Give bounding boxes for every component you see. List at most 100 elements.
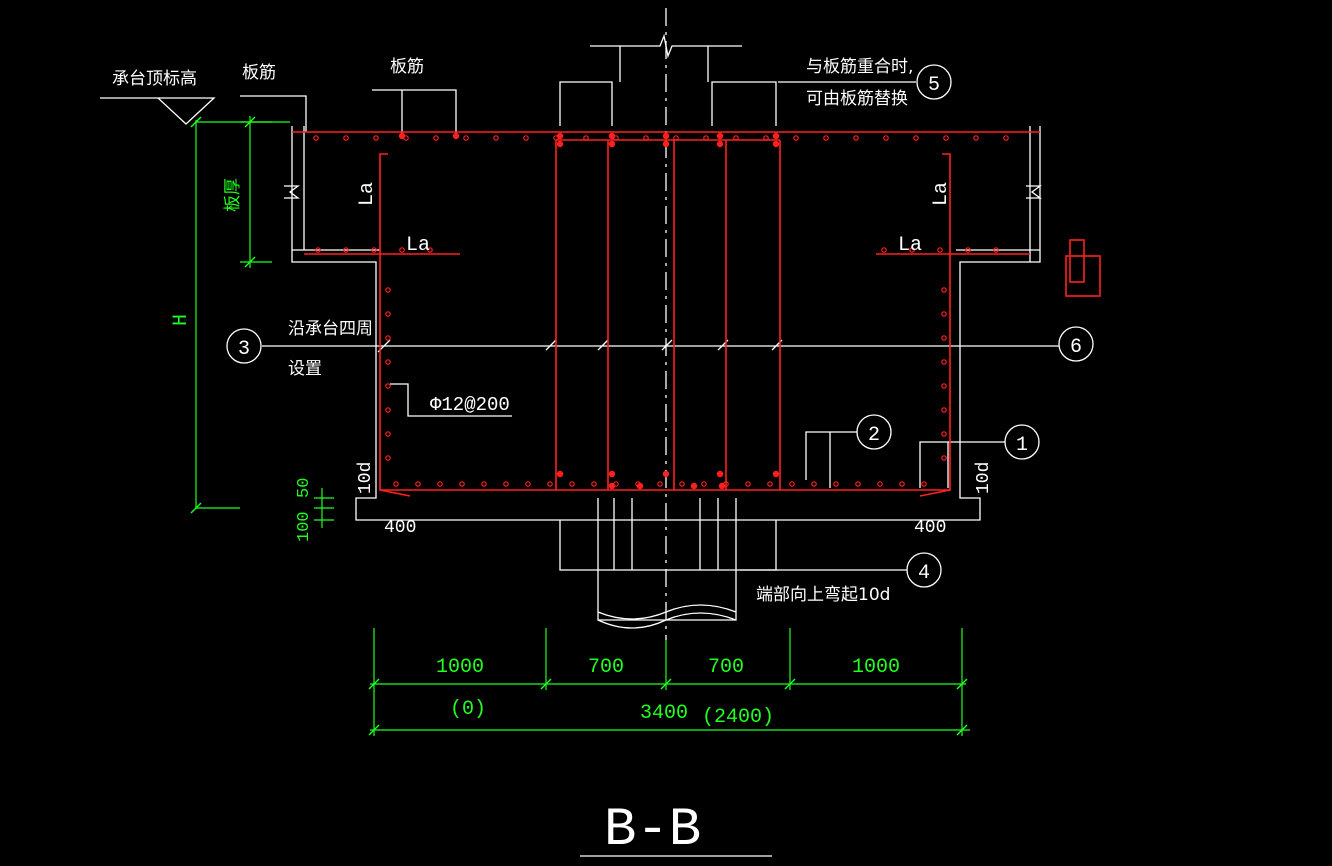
svg-text:6: 6 — [1070, 336, 1082, 359]
rebar-dot — [556, 470, 564, 478]
dim-seg3: 700 — [708, 656, 744, 679]
svg-text:5: 5 — [928, 74, 940, 97]
slab-rebar-label-2: 板筋 — [390, 57, 424, 77]
dim-seg4: 1000 — [852, 656, 900, 679]
rebar-dot — [772, 132, 780, 140]
rebar-dot — [943, 135, 949, 141]
rebar-dot — [437, 481, 443, 487]
rebar-dot — [385, 335, 391, 341]
rebar-dot — [993, 247, 999, 253]
note3-line1: 沿承台四周 — [288, 319, 373, 339]
rebar-dot — [313, 135, 319, 141]
dimensions — [190, 116, 970, 736]
rebar-dot — [636, 482, 644, 490]
stirrup-label: Φ12@200 — [430, 394, 510, 416]
rebar-dot — [657, 481, 663, 487]
rebar-dot — [941, 311, 947, 317]
rebar-dot — [459, 481, 465, 487]
rebar-dot — [690, 482, 698, 490]
rebar-dot — [823, 135, 829, 141]
la-right-vertical: La — [930, 182, 953, 206]
rebar-dot — [433, 135, 439, 141]
dim-100: 100 — [295, 511, 314, 542]
callout-1: 1 — [1004, 424, 1040, 460]
callout-5: 5 — [916, 64, 952, 100]
rebar-dot — [703, 135, 709, 141]
rebar-dot — [556, 140, 564, 148]
rebar-dot — [569, 481, 575, 487]
cover-right: 400 — [914, 518, 946, 538]
rebar-dot — [452, 132, 460, 140]
rebar-dot — [385, 383, 391, 389]
rebar-dot — [793, 135, 799, 141]
rebar-dot — [399, 247, 405, 253]
rebar-dot — [493, 135, 499, 141]
note5-line1: 与板筋重合时, — [806, 57, 913, 77]
rebar-dot — [941, 431, 947, 437]
rebar-dot — [608, 470, 616, 478]
rebar-dot — [503, 481, 509, 487]
rebar-dot — [679, 481, 685, 487]
rebar-dot — [899, 481, 905, 487]
rebar-dot — [373, 135, 379, 141]
rebar-dot — [315, 247, 321, 253]
rebar-dot — [415, 481, 421, 487]
rebar-dot — [385, 407, 391, 413]
rebar-dot — [883, 135, 889, 141]
svg-text:3: 3 — [238, 338, 250, 361]
dim-h: H — [170, 314, 193, 326]
rebar-dot — [941, 287, 947, 293]
rebar-dot — [833, 481, 839, 487]
rebar-dot — [853, 135, 859, 141]
rebar-dot — [643, 135, 649, 141]
rebar-dot — [718, 482, 726, 490]
ten-d-right: 10d — [974, 462, 994, 494]
callout-2: 2 — [856, 414, 892, 450]
rebar-dot — [941, 383, 947, 389]
rebar-dot — [556, 132, 564, 140]
rebar-dot — [608, 132, 616, 140]
rebar-dot — [385, 431, 391, 437]
rebar-dot — [463, 135, 469, 141]
slab-rebar-label-1: 板筋 — [242, 63, 276, 83]
note4-label: 端部向上弯起10d — [756, 585, 890, 605]
rebar-dot — [767, 481, 773, 487]
rebar-dot — [393, 481, 399, 487]
callout-4: 4 — [906, 552, 942, 588]
rebar-dot — [772, 140, 780, 148]
rebar-dot — [881, 247, 887, 253]
rebar-dots — [313, 132, 1009, 490]
rebar-dot — [716, 140, 724, 148]
callout-6: 6 — [1058, 326, 1094, 362]
rebar-dot — [716, 470, 724, 478]
rebar-dot — [343, 247, 349, 253]
rebar-dot — [591, 481, 597, 487]
dim-seg1: 1000 — [436, 656, 484, 679]
rebar-dot — [662, 132, 670, 140]
rebar-dot — [583, 135, 589, 141]
rebar-dot — [745, 481, 751, 487]
rebar-dot — [343, 135, 349, 141]
rebar-dot — [921, 481, 927, 487]
la-left-vertical: La — [356, 182, 379, 206]
dim-slab-thickness: 板厚 — [223, 178, 244, 212]
rebar-dot — [608, 140, 616, 148]
rebar-dot — [789, 481, 795, 487]
rebar-dot — [481, 481, 487, 487]
rebar-dot — [398, 132, 406, 140]
dim-50: 50 — [295, 478, 314, 498]
rebar-dot — [608, 482, 616, 490]
callout-3: 3 — [226, 328, 262, 364]
section-title: B-B — [604, 800, 701, 861]
rebar-dot — [973, 135, 979, 141]
rebar-dot — [855, 481, 861, 487]
note3-line2: 设置 — [288, 359, 322, 379]
rebar-dot — [763, 135, 769, 141]
rebar-dot — [662, 140, 670, 148]
rebar-cage — [292, 131, 1101, 497]
rebar-dot — [385, 455, 391, 461]
rebar-dot — [941, 407, 947, 413]
rebar-dot — [1003, 135, 1009, 141]
rebar-dot — [701, 481, 707, 487]
